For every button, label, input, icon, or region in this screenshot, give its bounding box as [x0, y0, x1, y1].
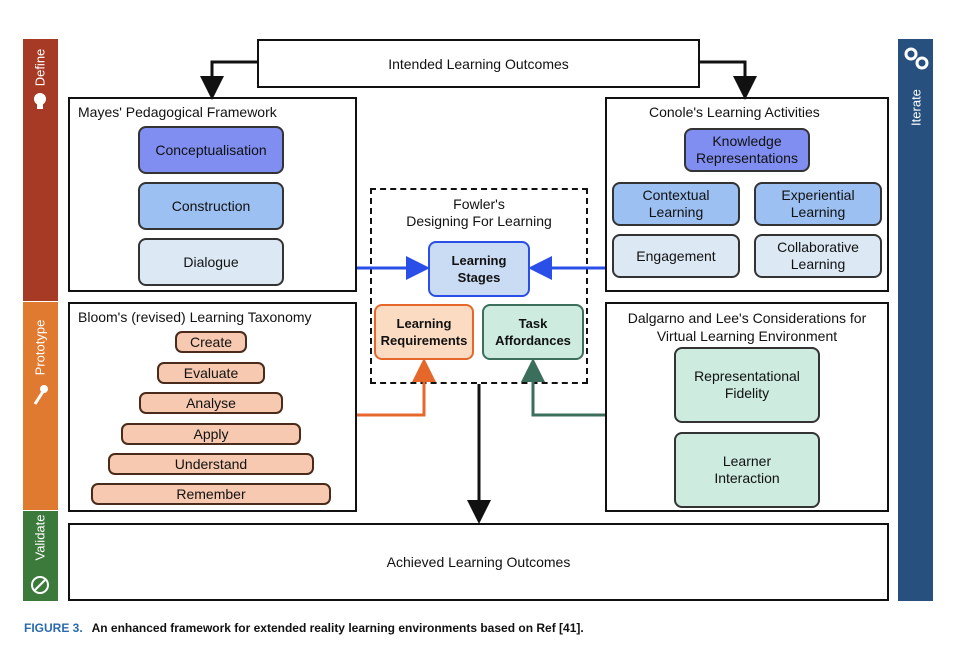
wrench-icon — [31, 384, 49, 406]
figure-caption-text: An enhanced framework for extended reali… — [91, 621, 584, 635]
mayes-item-dialogue: Dialogue — [138, 238, 284, 286]
bloom-level-evaluate: Evaluate — [157, 362, 265, 384]
fowler-frame — [370, 188, 588, 384]
intended-outcomes-text: Intended Learning Outcomes — [388, 55, 569, 72]
learning-stages-box: Learning Stages — [428, 241, 530, 297]
lightbulb-icon — [32, 92, 48, 112]
arrow-dalgarno-to-affordances — [521, 358, 605, 417]
gears-icon — [901, 44, 931, 74]
arrow-intended-to-mayes — [200, 60, 257, 100]
conole-item-contextual: Contextual Learning — [612, 182, 740, 226]
fowler-title: Fowler's Designing For Learning — [406, 196, 552, 229]
conole-item-engagement: Engagement — [612, 234, 740, 278]
iterate-bar — [898, 39, 933, 601]
bloom-level-understand: Understand — [108, 453, 314, 475]
dalgarno-title: Dalgarno and Lee's Considerations for Vi… — [627, 310, 867, 344]
bloom-level-remember: Remember — [91, 483, 331, 505]
achieved-outcomes-box: Achieved Learning Outcomes — [68, 523, 889, 601]
conole-item-experiential: Experiential Learning — [754, 182, 882, 226]
arrow-bloom-to-requirements — [357, 358, 436, 417]
conole-item-knowledge: Knowledge Representations — [684, 128, 810, 172]
bloom-level-create: Create — [175, 331, 247, 353]
arrow-intended-to-conole — [700, 60, 757, 100]
mayes-title: Mayes' Pedagogical Framework — [78, 104, 277, 120]
figure-caption: FIGURE 3. An enhanced framework for exte… — [24, 621, 584, 635]
conole-title: Conole's Learning Activities — [649, 104, 820, 120]
dalgarno-item-fidelity: Representational Fidelity — [674, 347, 820, 423]
dalgarno-item-interaction: Learner Interaction — [674, 432, 820, 508]
achieved-outcomes-text: Achieved Learning Outcomes — [386, 554, 571, 570]
conole-item-collaborative: Collaborative Learning — [754, 234, 882, 278]
figure-label: FIGURE 3. — [24, 621, 83, 635]
define-bar — [23, 39, 58, 301]
learning-requirements-box: Learning Requirements — [374, 304, 474, 360]
intended-outcomes-box: Intended Learning Outcomes — [257, 39, 700, 88]
prohibited-icon — [30, 575, 50, 595]
bloom-level-analyse: Analyse — [139, 392, 283, 414]
prototype-bar — [23, 302, 58, 510]
validate-bar — [23, 511, 58, 601]
mayes-item-conceptualisation: Conceptualisation — [138, 126, 284, 174]
mayes-item-construction: Construction — [138, 182, 284, 230]
task-affordances-box: Task Affordances — [482, 304, 584, 360]
bloom-title: Bloom's (revised) Learning Taxonomy — [78, 309, 312, 325]
bloom-level-apply: Apply — [121, 423, 301, 445]
